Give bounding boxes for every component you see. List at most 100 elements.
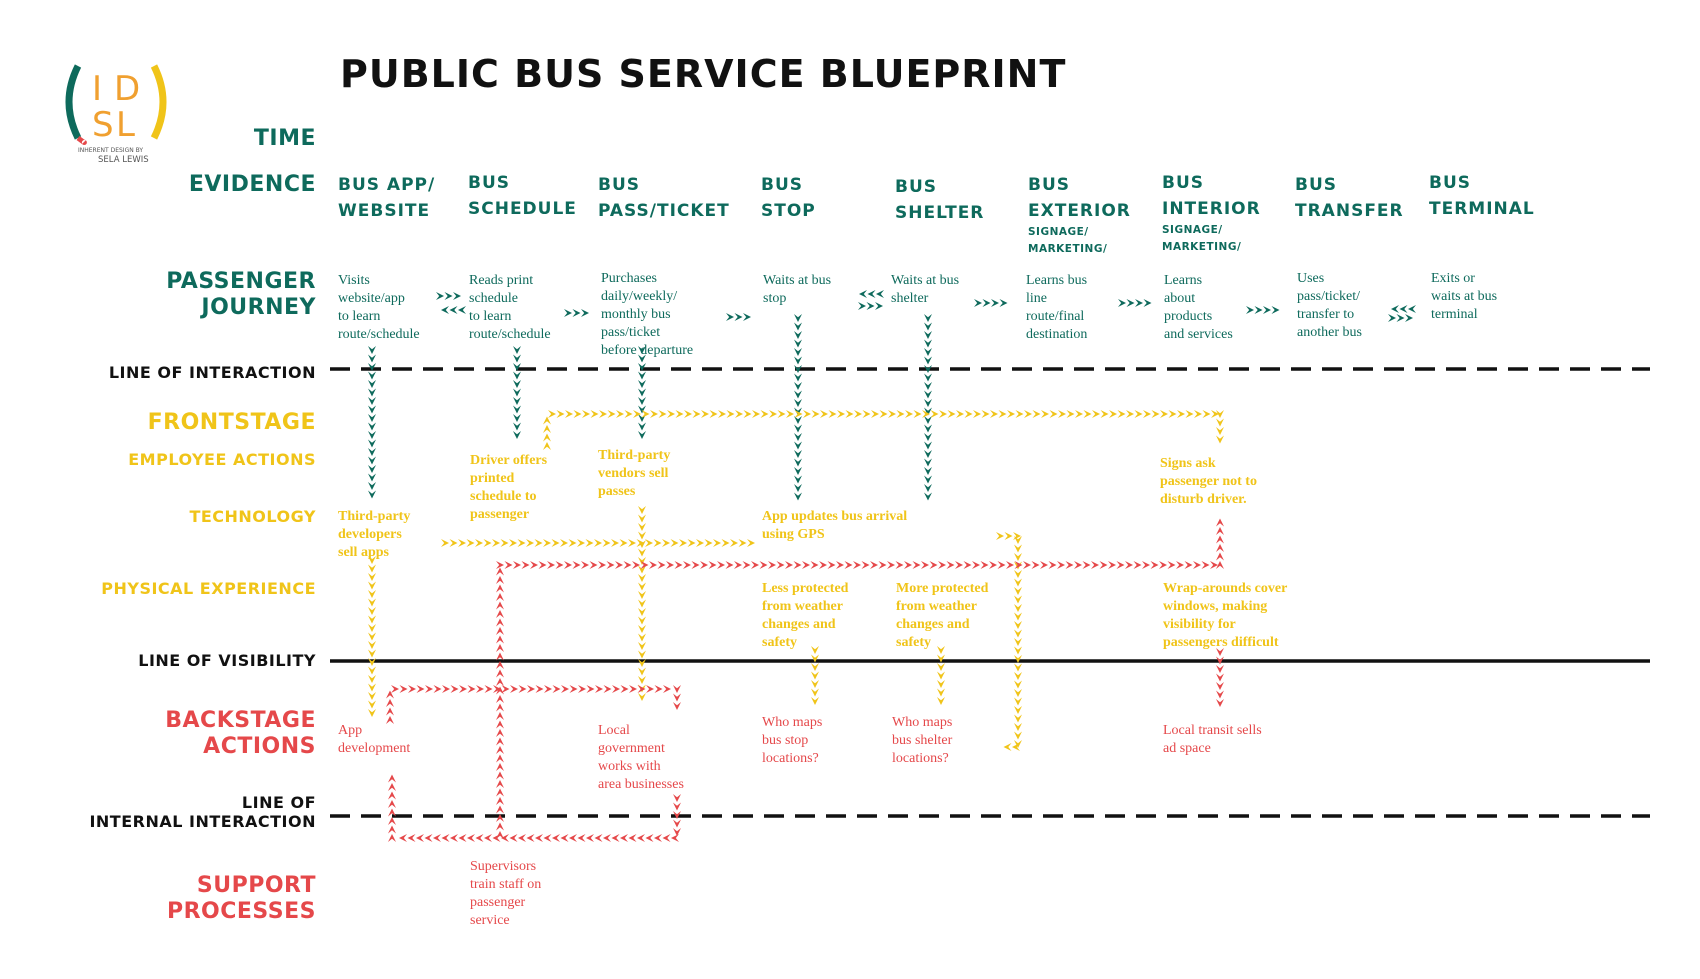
chevron-arrow	[368, 388, 376, 397]
chevron-arrow	[870, 561, 878, 569]
chevron-arrow	[450, 685, 459, 693]
chevron-arrow	[673, 802, 681, 811]
chevron-arrow	[1031, 561, 1040, 569]
chevron-arrow	[1216, 656, 1224, 665]
chevron-arrow	[368, 675, 376, 683]
passenger-journey-line-1: PASSENGER	[166, 269, 316, 294]
chevron-arrow	[924, 492, 932, 501]
chevron-arrow	[544, 685, 552, 693]
chevron-arrow	[638, 616, 646, 625]
chevron-arrow	[999, 299, 1008, 307]
text-line: train staff on	[470, 877, 542, 892]
chevron-arrow	[467, 834, 475, 842]
chevron-arrow	[513, 414, 521, 422]
chevron-arrow	[535, 834, 543, 842]
chevron-arrow	[654, 834, 662, 842]
chevron-arrow	[876, 290, 884, 298]
chevron-arrow	[794, 407, 802, 416]
chevron-arrow	[496, 720, 504, 729]
chevron-arrow	[730, 539, 738, 547]
chevron-arrow	[483, 539, 492, 547]
chevron-arrow	[572, 309, 581, 317]
chevron-arrow	[368, 465, 376, 473]
text-line: from weather	[762, 599, 843, 614]
chevron-arrow	[543, 416, 551, 425]
chevron-arrow	[1014, 561, 1023, 569]
chevron-arrow	[871, 410, 879, 418]
chevron-arrow	[1216, 418, 1224, 427]
chevron-arrow	[845, 410, 854, 418]
chevron-arrow	[501, 834, 509, 842]
evidence-line-1: BUS	[1028, 175, 1071, 195]
chevron-arrow	[368, 346, 376, 354]
chevron-arrow	[673, 794, 681, 802]
chevron-arrow	[368, 683, 376, 692]
text-line: from weather	[896, 599, 977, 614]
chevron-arrow	[1024, 410, 1032, 418]
row-label-backstage-actions: BACKSTAGE ACTIONS	[165, 708, 316, 760]
chevron-arrow	[543, 442, 551, 450]
chevron-arrow	[504, 561, 513, 569]
chevron-arrow	[786, 410, 794, 418]
chevron-arrow	[713, 539, 721, 547]
page-title: PUBLIC BUS SERVICE BLUEPRINT	[340, 52, 1067, 96]
chevron-arrow	[721, 539, 730, 547]
chevron-arrow	[794, 373, 802, 382]
chevron-arrow	[513, 380, 521, 388]
text-line: destination	[1026, 327, 1088, 342]
chevron-arrow	[937, 663, 945, 671]
chevron-arrow	[924, 339, 932, 348]
chevron-arrow	[1388, 314, 1396, 322]
chevron-arrow	[624, 410, 633, 418]
chevron-arrow	[638, 354, 646, 363]
text-line: before departure	[601, 343, 694, 358]
chevron-arrow	[1216, 435, 1224, 444]
chevron-arrow	[368, 709, 376, 717]
chevron-arrow	[1049, 410, 1058, 418]
chevron-arrow	[794, 458, 802, 467]
chevron-arrow	[496, 618, 504, 627]
chevron-arrow	[492, 834, 501, 842]
chevron-arrow	[738, 539, 747, 547]
text-line: website/app	[338, 291, 405, 306]
chevron-arrow	[496, 576, 504, 584]
chevron-arrow	[391, 685, 399, 693]
chevron-arrow	[696, 539, 704, 547]
chevron-arrow	[611, 834, 620, 842]
chevron-arrow	[844, 561, 853, 569]
chevron-arrow	[673, 693, 681, 702]
chevron-arrow	[640, 561, 649, 569]
chevron-arrow	[777, 410, 786, 418]
chevron-arrow	[794, 492, 802, 501]
evidence-line-2: PASS/TICKET	[598, 201, 730, 221]
chevron-arrow	[684, 410, 692, 418]
text-line: locations?	[762, 751, 819, 766]
chevron-arrow	[638, 405, 646, 414]
chevron-arrow	[638, 693, 646, 701]
chevron-arrow	[552, 685, 561, 693]
chevron-arrow	[743, 313, 751, 321]
chevron-arrow	[938, 561, 946, 569]
evidence-line-1: BUS	[761, 175, 804, 195]
chevron-arrow	[637, 685, 646, 693]
chevron-arrow	[709, 410, 718, 418]
journey-waits-bus-stop: Waits at bus stop	[763, 272, 831, 308]
chevron-arrow	[1176, 561, 1184, 569]
chevron-arrow	[638, 548, 646, 557]
text-line: passes	[598, 484, 636, 499]
chevron-arrow	[535, 685, 544, 693]
frontstage-third-party-vendors: Third-party vendors sell passes	[598, 447, 670, 501]
frontstage-driver-offers: Driver offers printed schedule to passen…	[470, 452, 547, 524]
chevron-arrow	[929, 561, 938, 569]
chevron-arrow	[1014, 672, 1022, 680]
chevron-arrow	[670, 539, 679, 547]
chevron-arrow	[811, 671, 819, 680]
chevron-arrow	[458, 834, 467, 842]
chevron-arrow	[453, 292, 461, 300]
chevron-arrow	[543, 433, 551, 442]
chevron-arrow	[924, 314, 932, 322]
chevron-arrow	[982, 299, 991, 307]
chevron-arrow	[513, 561, 521, 569]
text-line: pass/ticket	[601, 325, 661, 340]
chevron-arrow	[368, 380, 376, 388]
